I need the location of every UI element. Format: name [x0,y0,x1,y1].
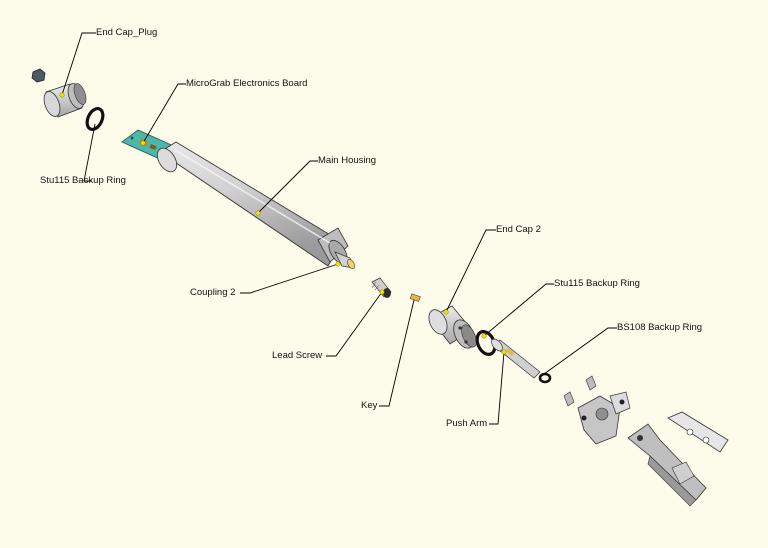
leader-micrograb-board [142,83,186,144]
end-cap-plug-part [43,83,87,118]
label-stu115-backup-ring-left: Stu115 Backup Ring [40,175,126,186]
bracket-part [577,391,631,445]
label-end-cap-plug: End Cap_Plug [96,27,158,38]
label-coupling-2: Coupling 2 [190,287,236,298]
leader-key [379,299,415,407]
label-main-housing: Main Housing [318,155,377,166]
attach-points [59,92,507,355]
leader-coupling-2 [240,263,339,294]
leader-main-housing [257,160,318,214]
leader-end-cap-2 [445,229,496,313]
leader-bs108 [543,327,617,375]
key-part [409,293,421,302]
label-key: Key [361,400,378,411]
label-bs108-backup-ring: BS108 Backup Ring [617,322,703,333]
nut-part [31,68,46,83]
leader-stu115-right [483,283,554,337]
main-housing-part [156,141,355,269]
leader-end-cap-plug [61,32,96,96]
leader-stu115-left [83,123,96,182]
leader-lines [61,32,617,425]
leader-lead-screw [326,291,383,357]
stu115-backup-ring-left-part [85,107,105,131]
label-end-cap-2: End Cap 2 [496,224,541,235]
screw-part [563,375,597,407]
label-push-arm: Push Arm [446,418,488,429]
gripper-jaws-part [627,411,729,507]
push-arm-part [491,338,541,379]
leader-push-arm [489,351,505,425]
label-lead-screw: Lead Screw [272,350,323,361]
end-cap-2-part [428,305,477,349]
label-micrograb-board: MicroGrab Electronics Board [186,78,308,89]
lead-screw-part [371,277,392,298]
label-stu115-backup-ring-right: Stu115 Backup Ring [554,278,640,289]
bs108-backup-ring-part [538,372,552,384]
